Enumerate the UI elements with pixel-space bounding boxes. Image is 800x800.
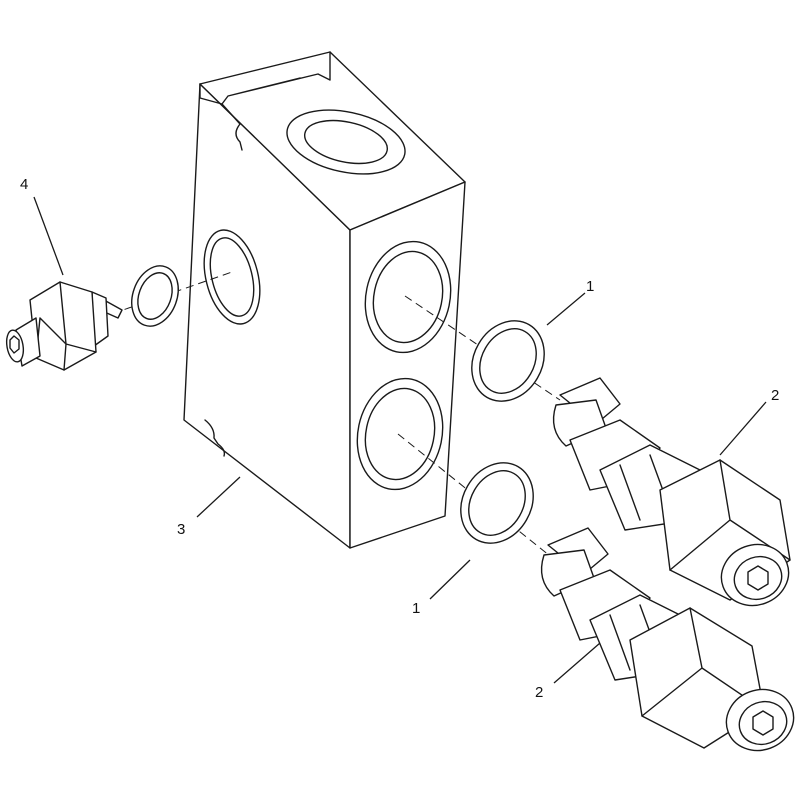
fitting-item-4: [5, 281, 123, 371]
cartridge-lower: [540, 527, 795, 752]
o-ring-lower: [460, 462, 534, 544]
block-notch: [204, 419, 226, 457]
leader-2-lower: [553, 642, 601, 684]
block-slot: [199, 51, 331, 125]
cartridge-upper: [552, 377, 791, 607]
callout-1-upper: 1: [586, 278, 594, 295]
leader-1-lower: [429, 559, 471, 600]
callout-3: 3: [177, 521, 185, 538]
leader-3: [196, 476, 241, 518]
callouts: 4 3 1 1 2 2: [20, 176, 779, 701]
manifold-block: [183, 51, 466, 549]
callout-4: 4: [20, 176, 28, 193]
block-right-face: [349, 181, 466, 549]
callout-1-lower: 1: [412, 600, 420, 617]
leader-lines: [33, 196, 767, 684]
right-port-lower-inner: [364, 387, 436, 481]
leader-4: [33, 196, 64, 276]
leader-2-upper: [719, 401, 767, 456]
top-port-outer: [286, 109, 406, 175]
top-port-inner: [304, 119, 388, 165]
callout-2-upper: 2: [771, 387, 779, 404]
right-port-upper-outer: [364, 240, 452, 354]
left-port-outer: [203, 229, 261, 325]
right-port-upper-inner: [372, 250, 444, 344]
seal-ring-small: [131, 265, 179, 327]
callout-2-lower: 2: [535, 684, 543, 701]
leader-1-upper: [546, 292, 586, 326]
left-port-inner: [209, 237, 255, 317]
o-ring-upper: [471, 320, 545, 402]
right-port-lower-outer: [356, 377, 444, 491]
